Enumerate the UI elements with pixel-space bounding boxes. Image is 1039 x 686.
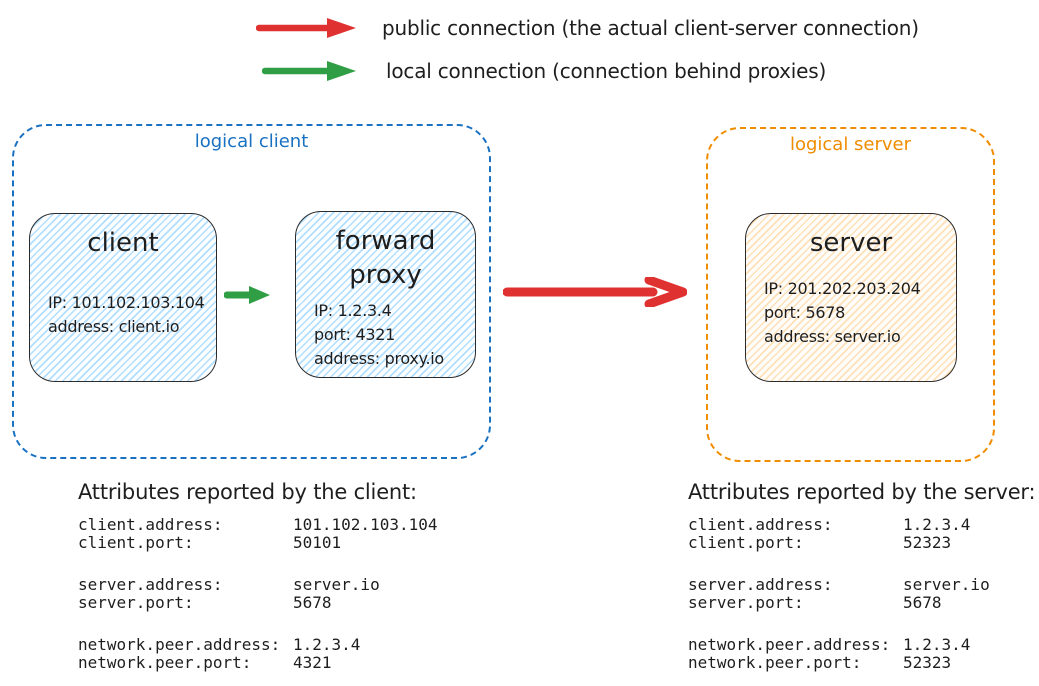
attribute-value: 50101: [293, 533, 342, 552]
attribute-row: client.port: 50101: [78, 534, 498, 552]
server-address-line: address: server.io: [764, 326, 901, 346]
proxy-address-line: address: proxy.io: [314, 348, 444, 368]
attribute-key: server.address:: [78, 575, 223, 594]
attribute-value: 52323: [903, 653, 952, 672]
attribute-key: server.address:: [688, 575, 833, 594]
attribute-value: 4321: [293, 653, 332, 672]
logical-client-group: logical client client IP: 101.102.103.10…: [12, 124, 491, 459]
attribute-key: network.peer.port:: [78, 653, 252, 672]
client-ip-line: IP: 101.102.103.104: [48, 292, 205, 312]
legend-label-local-connection: local connection (connection behind prox…: [386, 59, 827, 83]
attributes-server-section: Attributes reported by the server: clien…: [688, 480, 1039, 672]
attribute-value: 101.102.103.104: [293, 515, 438, 534]
attribute-key: network.peer.address:: [688, 635, 891, 654]
local-connection-arrow-icon: [262, 61, 356, 81]
attribute-row: server.address: server.io: [78, 576, 498, 594]
attribute-value: 1.2.3.4: [293, 635, 361, 654]
attribute-key: client.port:: [688, 533, 804, 552]
attribute-value: server.io: [903, 575, 990, 594]
attributes-client-section: Attributes reported by the client: clien…: [78, 480, 498, 672]
attribute-value: 1.2.3.4: [903, 635, 971, 654]
attribute-row: network.peer.port: 52323: [688, 654, 1039, 672]
attribute-key: server.port:: [78, 593, 194, 612]
proxy-port-line: port: 4321: [314, 324, 395, 344]
attribute-value: server.io: [293, 575, 380, 594]
attribute-value: 52323: [903, 533, 952, 552]
proxy-ip-line: IP: 1.2.3.4: [314, 300, 392, 320]
attribute-key: network.peer.address:: [78, 635, 281, 654]
attribute-key: client.address:: [688, 515, 833, 534]
attribute-key: client.port:: [78, 533, 194, 552]
attribute-row: server.address: server.io: [688, 576, 1039, 594]
attribute-row: client.address: 101.102.103.104: [78, 516, 498, 534]
attributes-server-heading: Attributes reported by the server:: [688, 480, 1036, 504]
attribute-row: client.port: 52323: [688, 534, 1039, 552]
client-node: client IP: 101.102.103.104 address: clie…: [29, 213, 217, 382]
local-connection-mid-arrow-icon: [224, 286, 270, 304]
attribute-key: server.port:: [688, 593, 804, 612]
server-node-title: server: [809, 228, 893, 258]
server-ip-line: IP: 201.202.203.204: [764, 278, 921, 298]
forward-proxy-node-title: forward proxy: [335, 226, 436, 290]
legend-label-public-connection: public connection (the actual client-ser…: [382, 16, 919, 40]
logical-server-label: logical server: [789, 134, 912, 155]
client-node-title: client: [87, 228, 159, 258]
attribute-value: 5678: [903, 593, 942, 612]
server-node: server IP: 201.202.203.204 port: 5678 ad…: [745, 213, 957, 382]
attribute-value: 1.2.3.4: [903, 515, 971, 534]
forward-proxy-node: forward proxy IP: 1.2.3.4 port: 4321 add…: [295, 211, 476, 378]
public-connection-mid-arrow-icon: [503, 277, 687, 307]
logical-server-group: logical server server IP: 201.202.203.20…: [706, 127, 995, 462]
client-node-details: IP: 101.102.103.104 address: client.io: [30, 291, 216, 339]
attribute-value: 5678: [293, 593, 332, 612]
logical-client-label: logical client: [194, 131, 309, 152]
attribute-row: client.address: 1.2.3.4: [688, 516, 1039, 534]
legend-item-public-connection: public connection (the actual client-ser…: [256, 16, 919, 40]
legend-item-local-connection: local connection (connection behind prox…: [262, 59, 826, 83]
attributes-client-heading: Attributes reported by the client:: [78, 480, 417, 504]
public-connection-arrow-icon: [256, 18, 356, 38]
attribute-row: network.peer.port: 4321: [78, 654, 498, 672]
attribute-row: network.peer.address: 1.2.3.4: [688, 636, 1039, 654]
client-address-line: address: client.io: [48, 316, 180, 336]
server-node-details: IP: 201.202.203.204 port: 5678 address: …: [746, 277, 956, 349]
attribute-row: server.port: 5678: [78, 594, 498, 612]
attribute-key: network.peer.port:: [688, 653, 862, 672]
attribute-key: client.address:: [78, 515, 223, 534]
forward-proxy-node-details: IP: 1.2.3.4 port: 4321 address: proxy.io: [296, 299, 475, 371]
attribute-row: server.port: 5678: [688, 594, 1039, 612]
attribute-row: network.peer.address: 1.2.3.4: [78, 636, 498, 654]
server-port-line: port: 5678: [764, 302, 845, 322]
